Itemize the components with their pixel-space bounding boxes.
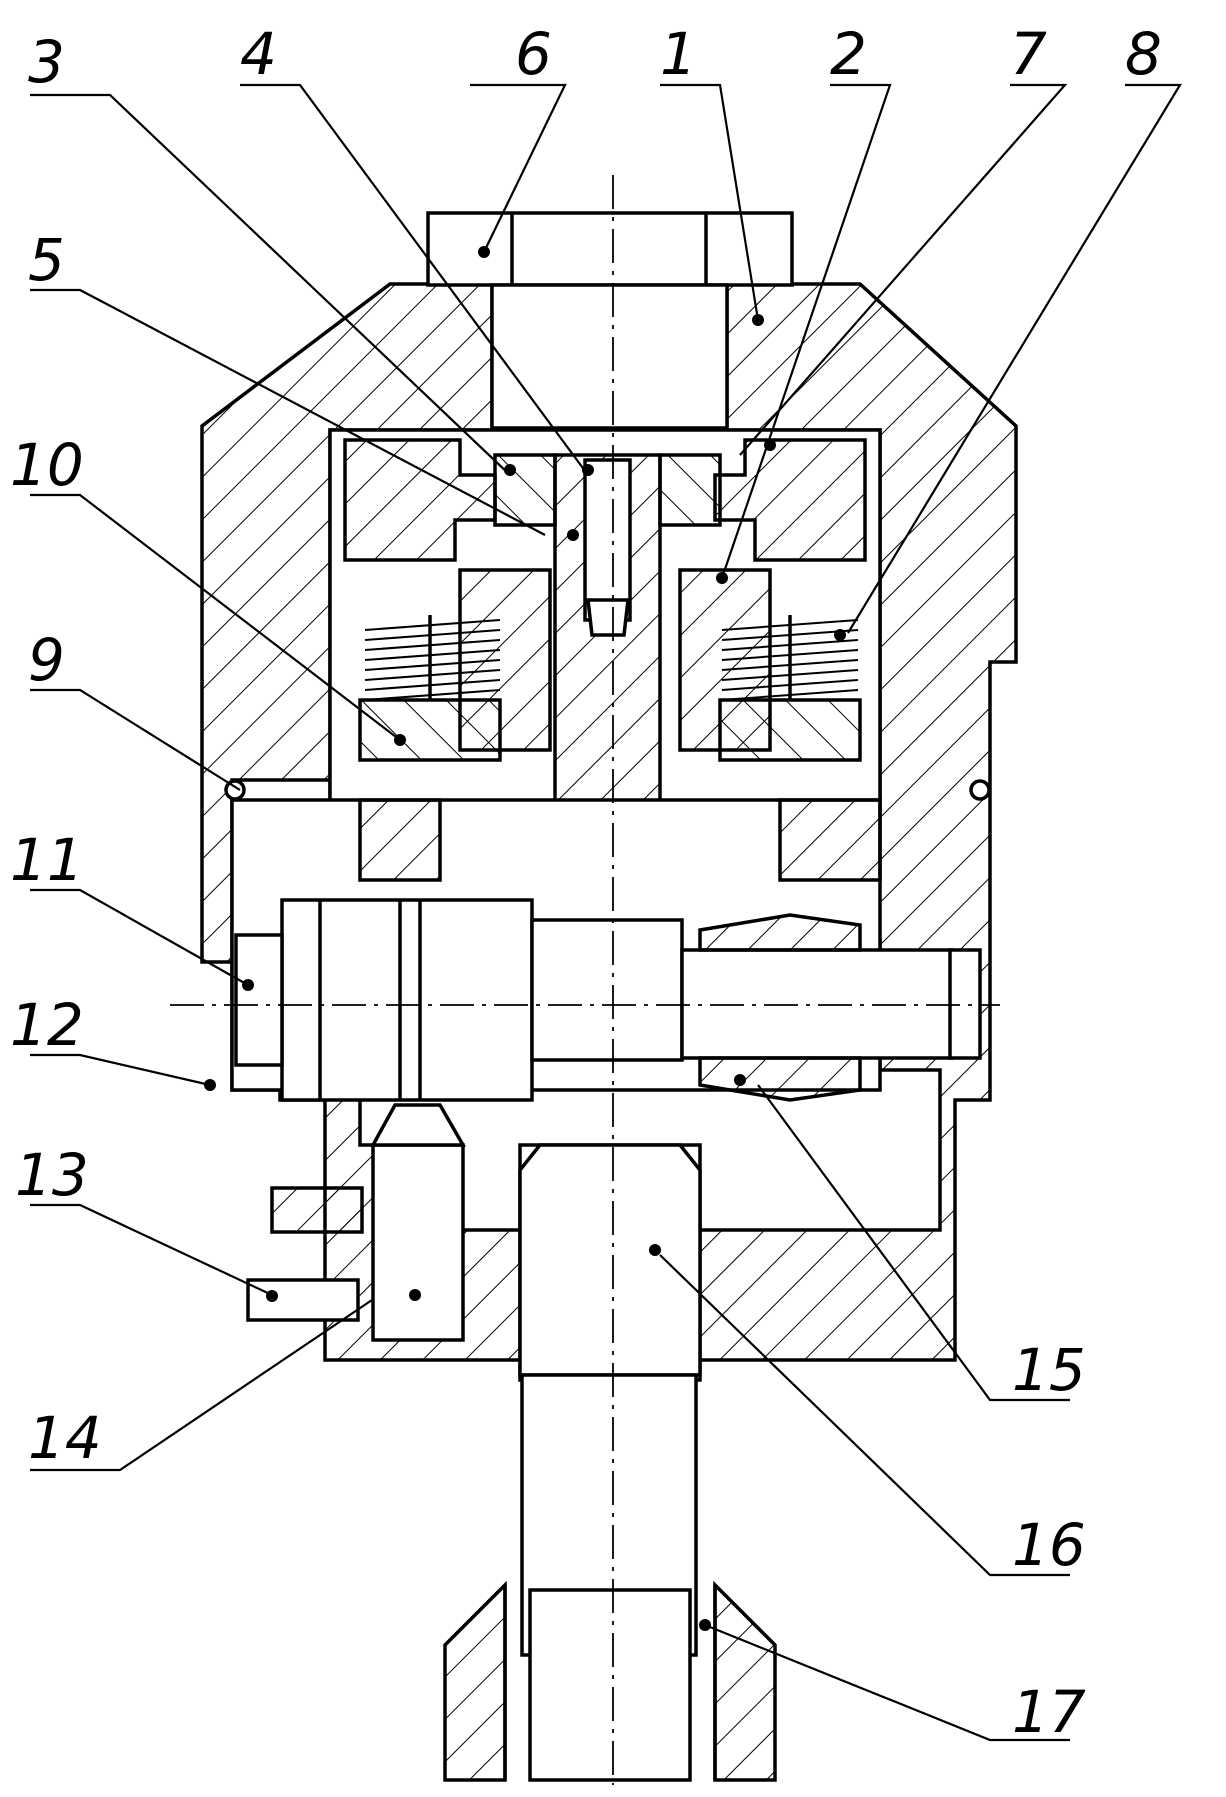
output-shaft xyxy=(518,1143,702,1657)
top-plug xyxy=(426,211,794,430)
label-17: 17 xyxy=(1012,1678,1086,1746)
label-14: 14 xyxy=(28,1404,102,1472)
label-4: 4 xyxy=(240,20,277,88)
label-8: 8 xyxy=(1125,20,1162,88)
o-ring-right xyxy=(969,779,991,801)
label-1: 1 xyxy=(660,20,697,88)
o-ring-left xyxy=(224,779,246,801)
label-2: 2 xyxy=(830,20,867,88)
disc-spring-right xyxy=(721,615,859,701)
disc-spring-left xyxy=(364,615,501,701)
leader-lines xyxy=(30,83,1182,1742)
label-15: 15 xyxy=(1012,1336,1086,1404)
label-7: 7 xyxy=(1010,20,1047,88)
label-13: 13 xyxy=(15,1141,89,1209)
label-3: 3 xyxy=(28,28,65,96)
side-pin xyxy=(246,1103,467,1342)
label-16: 16 xyxy=(1012,1511,1086,1579)
part-marker-dots xyxy=(204,246,846,1631)
label-10: 10 xyxy=(10,431,84,499)
label-5: 5 xyxy=(28,226,65,294)
label-6: 6 xyxy=(515,20,552,88)
lock-nut xyxy=(443,1580,777,1782)
crank-shaft xyxy=(234,898,982,1102)
label-9: 9 xyxy=(28,626,65,694)
label-11: 11 xyxy=(10,826,84,894)
label-12: 12 xyxy=(10,991,84,1059)
